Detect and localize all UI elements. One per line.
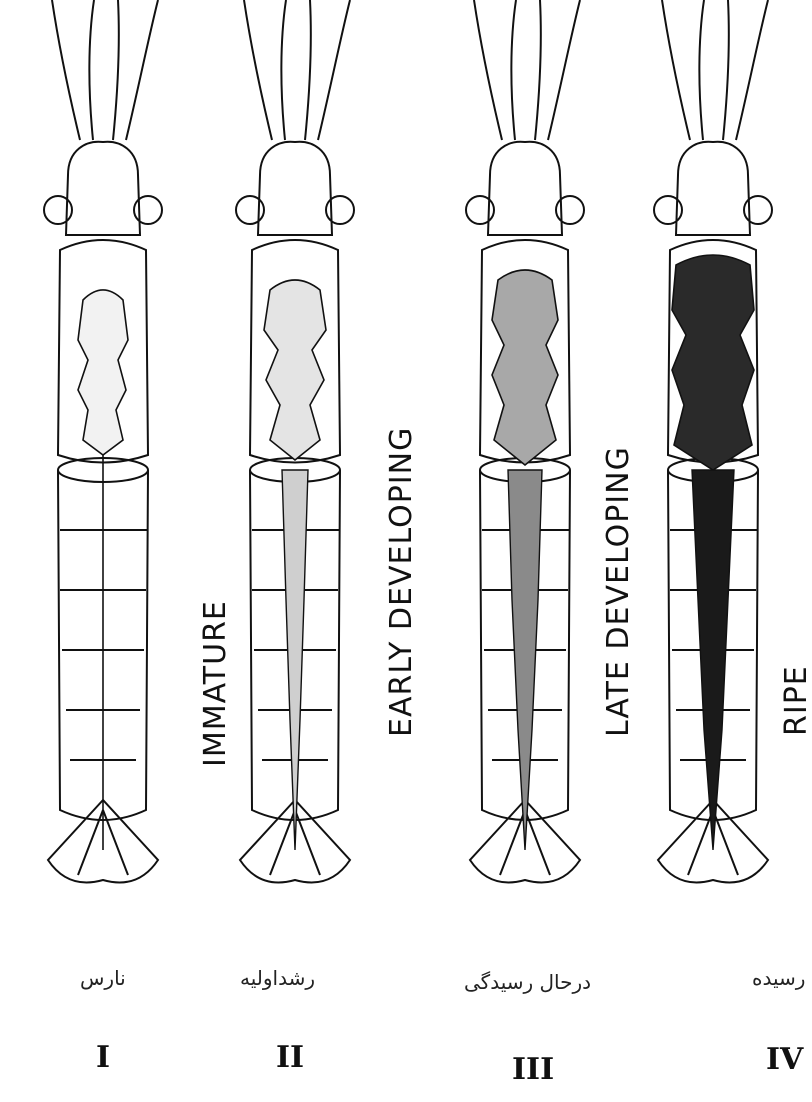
gonad-tail: [282, 470, 308, 850]
antenna: [244, 0, 272, 140]
shrimp-drawing-immature: [8, 0, 198, 900]
shrimp-drawing-late-developing: [430, 0, 620, 900]
persian-caption-ripe: رسیده: [752, 966, 805, 990]
stage-numeral-4: IV: [766, 1042, 803, 1077]
stage-label-early-developing: EARLY DEVELOPING: [384, 427, 419, 737]
antenna: [126, 0, 158, 140]
stage-numeral-2: II: [276, 1040, 304, 1075]
persian-caption-late-developing: درحال رسیدگی: [464, 970, 591, 994]
antenna: [535, 0, 541, 140]
gonad: [492, 270, 558, 465]
antenna: [318, 0, 350, 140]
gonad: [78, 290, 128, 455]
antenna: [52, 0, 80, 140]
stage-label-immature: IMMATURE: [198, 600, 233, 767]
stage-numeral-1: I: [96, 1040, 110, 1075]
gonad-tail: [508, 470, 542, 850]
gonad-tail: [692, 470, 734, 850]
antenna: [511, 0, 516, 140]
gonad: [672, 255, 754, 470]
head: [488, 142, 562, 235]
persian-caption-immature: نارس: [80, 966, 126, 990]
gonad: [264, 280, 326, 460]
antenna: [662, 0, 690, 140]
shrimp-drawing-ripe: [618, 0, 808, 900]
stage-label-late-developing: LATE DEVELOPING: [601, 446, 636, 737]
antenna: [474, 0, 502, 140]
antenna: [736, 0, 768, 140]
antenna: [113, 0, 119, 140]
antenna: [89, 0, 94, 140]
head: [258, 142, 332, 235]
head: [66, 142, 140, 235]
head: [676, 142, 750, 235]
antenna: [305, 0, 311, 140]
stage-label-ripe: RIPE: [779, 665, 812, 736]
antenna: [723, 0, 729, 140]
antenna: [281, 0, 286, 140]
antenna: [548, 0, 580, 140]
antenna: [699, 0, 704, 140]
stage-numeral-3: III: [512, 1052, 554, 1087]
persian-caption-early-developing: رشداولیه: [240, 966, 315, 990]
